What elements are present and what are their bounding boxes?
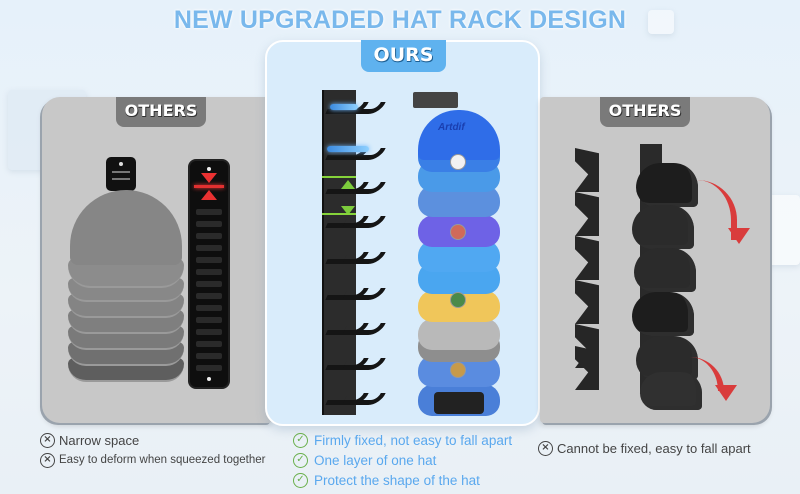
others-right-bullets: × Cannot be fixed, easy to fall apart	[538, 438, 751, 458]
small-rack-image	[106, 157, 136, 191]
bullet-item: × Narrow space	[40, 430, 266, 450]
ours-tag: OURS	[361, 40, 446, 72]
background-tile	[648, 10, 674, 34]
x-circle-icon: ×	[538, 440, 553, 456]
blue-arrow-icon	[330, 104, 358, 110]
bullet-item: ✓ Firmly fixed, not easy to fall apart	[293, 430, 512, 450]
falling-arrow-head-icon	[715, 385, 737, 401]
bullet-item: ✓ One layer of one hat	[293, 450, 512, 470]
blue-wave-icon	[327, 146, 369, 152]
our-rack-image	[322, 90, 356, 415]
others-right-tag: OTHERS	[600, 97, 690, 127]
check-circle-icon: ✓	[293, 432, 308, 448]
falling-arrow-head-icon	[728, 228, 750, 244]
rack-mount-top	[413, 92, 458, 108]
x-circle-icon: ×	[40, 452, 55, 468]
hat-badge-icon	[450, 224, 466, 240]
others-left-bullets: × Narrow space × Easy to deform when squ…	[40, 430, 266, 470]
others-left-tag: OTHERS	[116, 97, 206, 127]
compressed-rack-image	[188, 159, 230, 389]
green-arrow-up-icon	[341, 180, 355, 189]
stacked-hats-image	[68, 190, 184, 390]
compress-arrow-down-icon	[201, 173, 217, 183]
compress-arrow-up-icon	[201, 190, 217, 200]
bullet-item: ✓ Protect the shape of the hat	[293, 470, 512, 490]
check-circle-icon: ✓	[293, 452, 308, 468]
wooden-rack-image	[575, 148, 599, 390]
page-title: NEW UPGRADED HAT RACK DESIGN	[173, 6, 627, 34]
hat-badge-icon	[450, 154, 466, 170]
x-circle-icon: ×	[40, 432, 55, 448]
hat-badge-icon	[450, 362, 466, 378]
bullet-item: × Cannot be fixed, easy to fall apart	[538, 438, 751, 458]
rack-mount-bottom	[434, 392, 484, 414]
falling-arrow-icon	[697, 180, 737, 240]
ours-bullets: ✓ Firmly fixed, not easy to fall apart ✓…	[293, 430, 512, 490]
hat-badge-icon	[450, 292, 466, 308]
hat-logo-text: Artdif	[438, 122, 465, 133]
green-arrow-down-icon	[341, 206, 355, 215]
check-circle-icon: ✓	[293, 472, 308, 488]
bullet-item: × Easy to deform when squeezed together	[40, 450, 266, 470]
